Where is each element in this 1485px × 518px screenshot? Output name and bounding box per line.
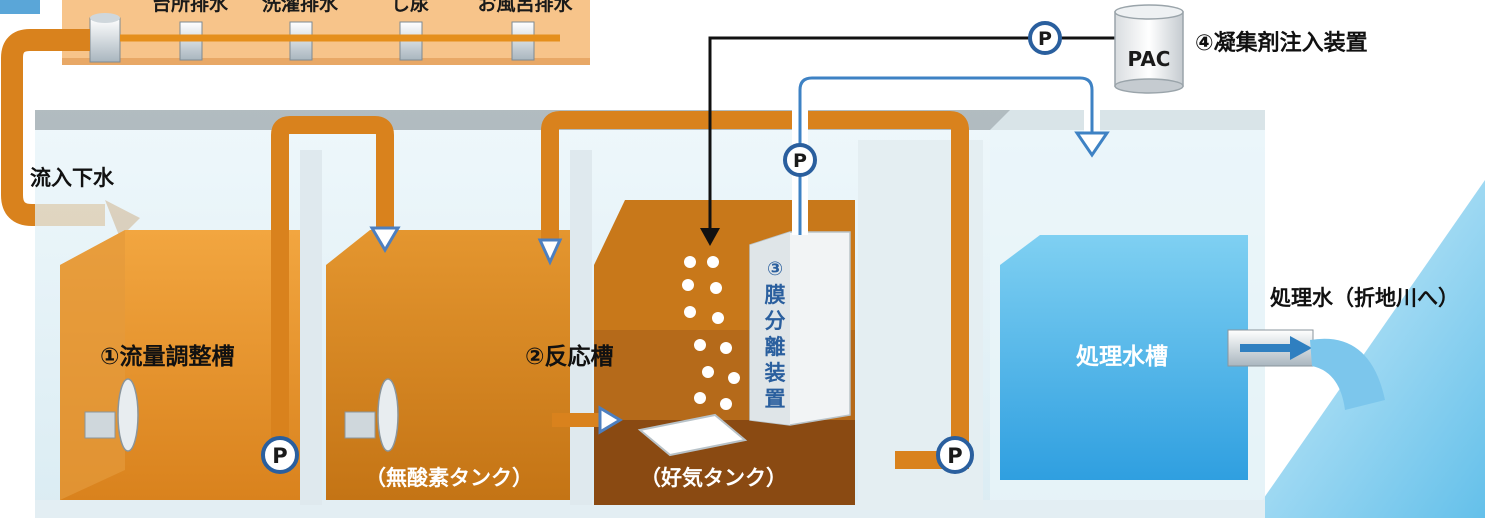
house-window: [0, 0, 40, 14]
reaction-label: ②反応槽: [525, 343, 613, 370]
permeate-pipe-outline: [798, 76, 1094, 235]
membrane-unit: [749, 231, 851, 426]
outlet-label-laundry: 洗濯排水: [262, 0, 339, 15]
svg-text:P: P: [947, 444, 962, 468]
house: [0, 0, 590, 65]
house-outlet-pipes: [89, 13, 560, 63]
tank-treated: [990, 110, 1265, 500]
pump-icon: P: [783, 143, 817, 177]
flow-adjust-label: ①流量調整槽: [100, 343, 234, 370]
pac-line: [708, 36, 1118, 232]
air-diffuser: [637, 413, 748, 457]
svg-text:P: P: [1038, 28, 1052, 50]
membrane-label: 膜分離装置: [765, 283, 786, 411]
outlet-label-bath: お風呂排水: [477, 0, 573, 15]
return-pipe: [541, 111, 969, 469]
anoxic-aerobic-arrow: [598, 405, 623, 435]
outlet-label-kitchen: 台所排水: [152, 0, 229, 15]
pump-icon: P: [936, 436, 974, 474]
svg-text:P: P: [272, 444, 287, 468]
pump-icon: P: [1028, 21, 1062, 55]
inflow-pipe: [1, 29, 105, 226]
coagulant-label: ④凝集剤注入装置: [1195, 30, 1368, 56]
aerobic-label: （好気タンク）: [640, 466, 787, 490]
inflow-label: 流入下水: [30, 166, 115, 190]
transfer-arrow: [369, 226, 401, 253]
pac-tank: [1114, 4, 1184, 94]
outflow-label: 処理水（折地川へ）: [1270, 286, 1459, 310]
pac-tank-label: PAC: [1128, 47, 1171, 71]
treated-tank-label: 処理水槽: [1076, 343, 1168, 370]
outlet-label-toilet: し尿: [391, 0, 429, 15]
anoxic-label: （無酸素タンク）: [365, 466, 533, 490]
air-bubbles: [682, 256, 740, 410]
pac-arrow: [700, 228, 720, 246]
outflow-pipe: [1227, 329, 1385, 410]
mixer-icon: [84, 378, 139, 452]
river: [1250, 180, 1485, 518]
pump-icon: P: [261, 436, 299, 474]
permeate-arrow: [1074, 131, 1110, 158]
membrane-number: ③: [767, 258, 783, 280]
mixer-icon: [344, 378, 399, 452]
transfer-pipe: [271, 116, 394, 455]
svg-text:P: P: [793, 150, 807, 172]
return-arrow: [537, 238, 563, 266]
